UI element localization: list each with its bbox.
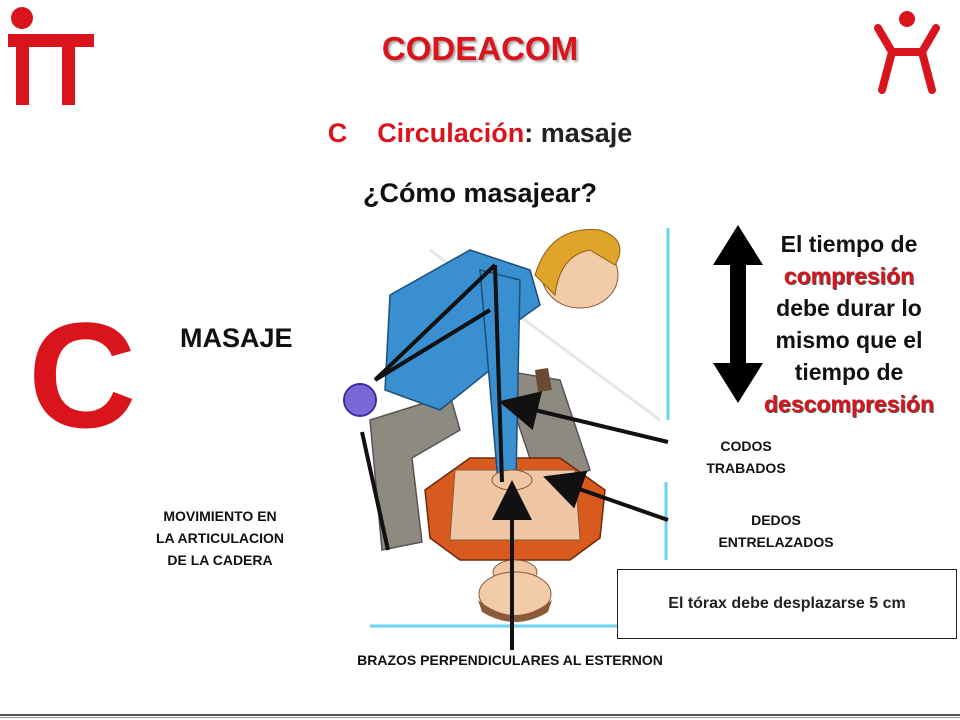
- left-logo-icon: [8, 7, 94, 105]
- circulacion-rest: : masaje: [524, 118, 633, 148]
- codos-label: CODOS TRABADOS: [676, 435, 816, 479]
- dedos-label: DEDOS ENTRELAZADOS: [676, 509, 876, 553]
- codos-line-1: CODOS: [720, 438, 772, 454]
- circulacion-word: Circulación: [377, 118, 525, 148]
- section-letter: C: [327, 118, 348, 148]
- question-heading: ¿Cómo masajear?: [362, 178, 598, 208]
- hip-joint-marker: [343, 383, 390, 551]
- compression-time-note: El tiempo de compresión debe durar lo mi…: [737, 228, 960, 420]
- section-heading: C Circulación: masaje: [240, 118, 720, 149]
- dedos-line-2: ENTRELAZADOS: [718, 534, 834, 550]
- codos-line-2: TRABADOS: [706, 460, 786, 476]
- cadera-label: MOVIMIENTO EN LA ARTICULACION DE LA CADE…: [120, 505, 320, 571]
- right-logo-icon: [874, 11, 940, 94]
- big-letter-c: C: [28, 291, 137, 459]
- footer-divider-secondary: [0, 717, 960, 718]
- pointer-arrows: [492, 391, 669, 650]
- time-line-5: tiempo de: [794, 359, 904, 385]
- brazos-label: BRAZOS PERPENDICULARES AL ESTERNON: [357, 652, 663, 668]
- cadera-line-3: DE LA CADERA: [167, 552, 273, 568]
- time-line-4: mismo que el: [775, 327, 923, 353]
- time-line-3: debe durar lo: [776, 295, 922, 321]
- footer-divider: [0, 714, 960, 716]
- cadera-line-2: LA ARTICULACION: [155, 530, 285, 546]
- cadera-line-1: MOVIMIENTO EN: [163, 508, 277, 524]
- time-line-1: El tiempo de: [780, 231, 918, 257]
- dedos-line-1: DEDOS: [751, 512, 801, 528]
- thorax-note-box: El tórax debe desplazarse 5 cm: [617, 569, 957, 639]
- masaje-label: MASAJE: [180, 323, 293, 353]
- page-title: CODEACOM: [381, 30, 579, 67]
- double-arrow-icon: [713, 225, 763, 403]
- descompresion-word: descompresión: [764, 391, 934, 417]
- compresion-word: compresión: [783, 263, 915, 289]
